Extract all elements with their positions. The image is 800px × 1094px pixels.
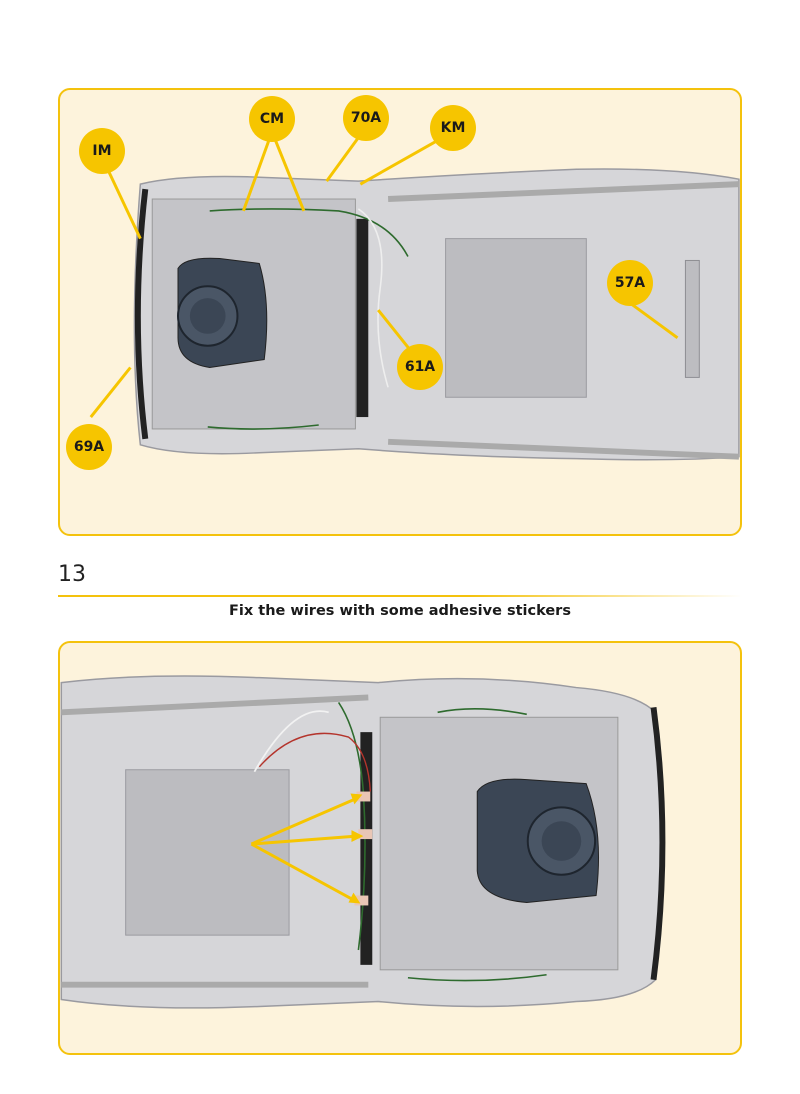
callout-km: KM <box>430 105 476 151</box>
top-illustration-panel: IM CM 70A KM 57A 61A 69A <box>58 88 742 536</box>
chassis-illustration-bottom <box>60 675 666 1009</box>
step-caption: Fix the wires with some adhesive sticker… <box>229 603 571 619</box>
callout-61a: 61A <box>397 344 443 390</box>
bottom-illustration-panel <box>58 641 742 1055</box>
step-number: 13 <box>58 562 86 587</box>
callout-57a: 57A <box>607 260 653 306</box>
callout-cm: CM <box>249 96 295 142</box>
callout-70a: 70A <box>343 95 389 141</box>
callout-69a: 69A <box>66 424 112 470</box>
callout-im: IM <box>79 128 125 174</box>
chassis-illustration-top <box>89 136 740 461</box>
step-divider <box>58 595 742 597</box>
